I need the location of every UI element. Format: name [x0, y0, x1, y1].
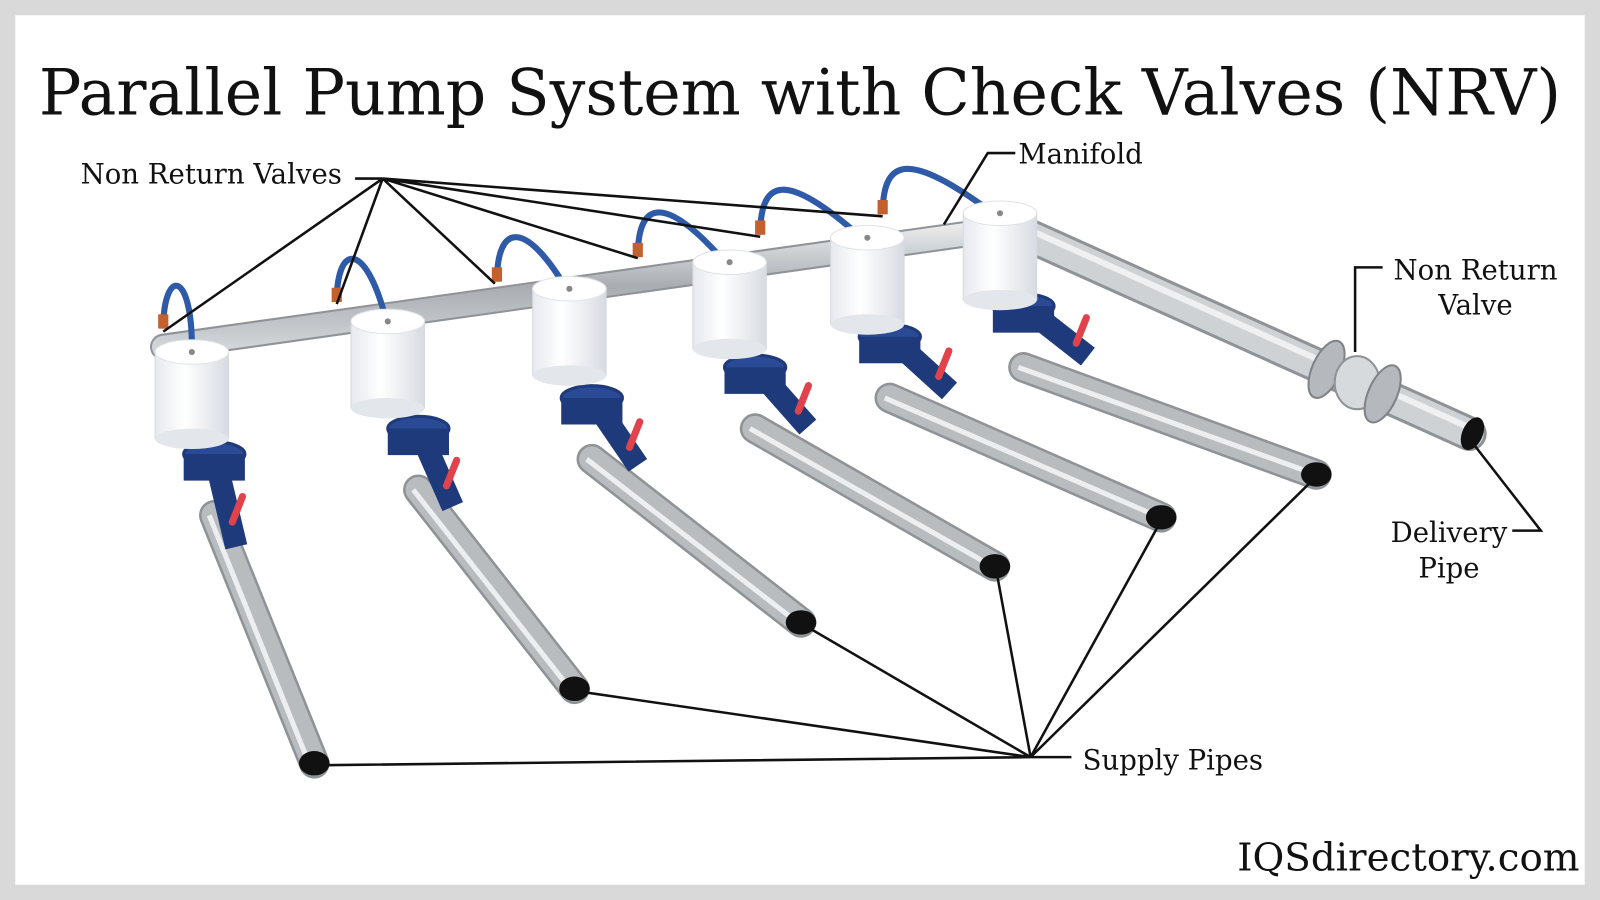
- label-manifold: Manifold: [1018, 138, 1142, 170]
- label-non-return-valve-2: Valve: [1437, 289, 1512, 321]
- leader-lines: [162, 151, 1544, 767]
- supply-pipe-5: [874, 382, 1177, 533]
- pump-unit-1: [154, 282, 330, 779]
- pump-unit-5: [755, 186, 1177, 533]
- label-non-return-valve-1: Non Return: [1394, 255, 1558, 287]
- pump-unit-3: [491, 234, 817, 638]
- ball-valve-handle: [442, 456, 461, 490]
- non-return-valve-1: [158, 314, 169, 329]
- ball-valve-handle: [1072, 314, 1090, 347]
- non-return-valve-2: [331, 287, 342, 303]
- supply-pipe-4: [739, 413, 1011, 582]
- hose: [493, 234, 573, 296]
- diagram-title: Parallel Pump System with Check Valves (…: [39, 55, 1561, 129]
- supply-pipe-6: [1008, 352, 1332, 490]
- hose: [333, 255, 391, 328]
- hose: [879, 165, 1002, 221]
- label-non-return-valves: Non Return Valves: [81, 159, 342, 191]
- ball-valve-handle: [228, 493, 247, 526]
- label-delivery-pipe-2: Pipe: [1418, 553, 1479, 585]
- non-return-valve-4: [632, 242, 643, 258]
- hose: [160, 282, 195, 358]
- non-return-valve-3: [491, 267, 503, 282]
- ball-valve-handle: [794, 382, 813, 415]
- supply-pipe-2: [403, 474, 590, 705]
- supply-pipe-1: [198, 500, 330, 779]
- pump-unit-4: [632, 209, 1011, 582]
- label-supply-pipes: Supply Pipes: [1083, 744, 1263, 776]
- ball-valve-handle: [625, 418, 644, 451]
- non-return-valve-5: [755, 220, 766, 235]
- hose: [757, 186, 870, 246]
- iqsdirectory-logo: IQSdirectory.com: [1237, 835, 1579, 880]
- non-return-valve-6: [877, 200, 888, 215]
- supply-pipe-3: [576, 443, 817, 638]
- hose: [634, 209, 732, 270]
- ball-valve-handle: [935, 347, 953, 381]
- pump-unit-6: [877, 165, 1332, 490]
- label-delivery-pipe-1: Delivery: [1391, 517, 1508, 549]
- pump-unit-2: [331, 255, 590, 705]
- delivery-non-return-valve: [1307, 339, 1402, 424]
